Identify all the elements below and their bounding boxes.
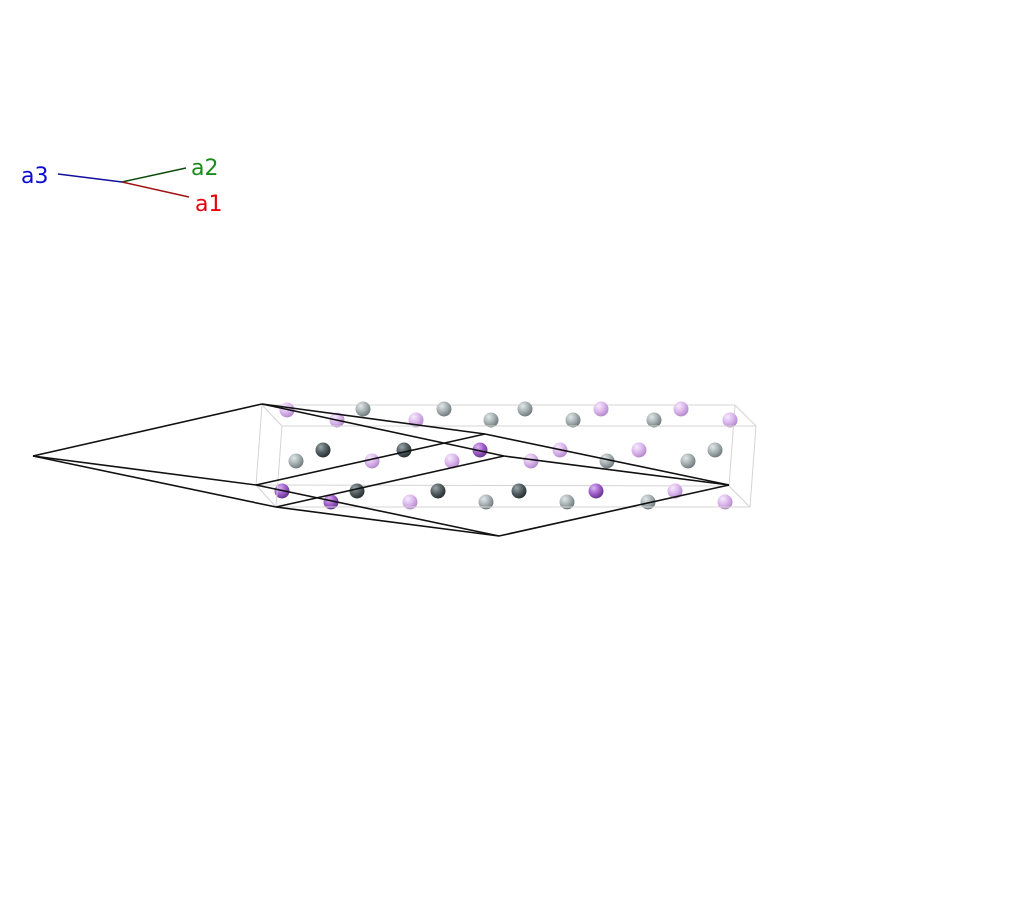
atom[interactable]: [707, 442, 723, 458]
atom[interactable]: [523, 453, 539, 469]
atom[interactable]: [680, 453, 696, 469]
atom[interactable]: [565, 412, 581, 428]
a1-axis-label: a1: [195, 192, 222, 217]
atom[interactable]: [483, 412, 499, 428]
atom[interactable]: [315, 442, 331, 458]
atom[interactable]: [640, 494, 656, 510]
atom[interactable]: [673, 401, 689, 417]
atom[interactable]: [436, 401, 452, 417]
atom[interactable]: [588, 483, 604, 499]
atom[interactable]: [511, 483, 527, 499]
a3-axis-label: a3: [21, 164, 48, 189]
atoms: [274, 401, 738, 510]
atom[interactable]: [717, 494, 733, 510]
atom[interactable]: [364, 453, 380, 469]
atom[interactable]: [288, 453, 304, 469]
atom[interactable]: [323, 494, 339, 510]
atom[interactable]: [430, 483, 446, 499]
atom[interactable]: [559, 494, 575, 510]
atom[interactable]: [722, 412, 738, 428]
atom[interactable]: [396, 442, 412, 458]
atom[interactable]: [402, 494, 418, 510]
atom[interactable]: [444, 453, 460, 469]
axis-triad: a3 a2 a1: [21, 156, 222, 217]
atom[interactable]: [517, 401, 533, 417]
atom[interactable]: [355, 401, 371, 417]
atom[interactable]: [349, 483, 365, 499]
atom[interactable]: [472, 442, 488, 458]
atom[interactable]: [667, 483, 683, 499]
a3-axis-line: [57, 173, 123, 183]
atom[interactable]: [478, 494, 494, 510]
atom[interactable]: [631, 442, 647, 458]
a2-axis-label: a2: [191, 156, 218, 181]
atom[interactable]: [593, 401, 609, 417]
atom[interactable]: [599, 453, 615, 469]
a1-axis-line: [121, 181, 190, 198]
atom[interactable]: [646, 412, 662, 428]
unit-cell-wireframe: [32, 403, 730, 537]
a2-axis-line: [121, 167, 187, 183]
